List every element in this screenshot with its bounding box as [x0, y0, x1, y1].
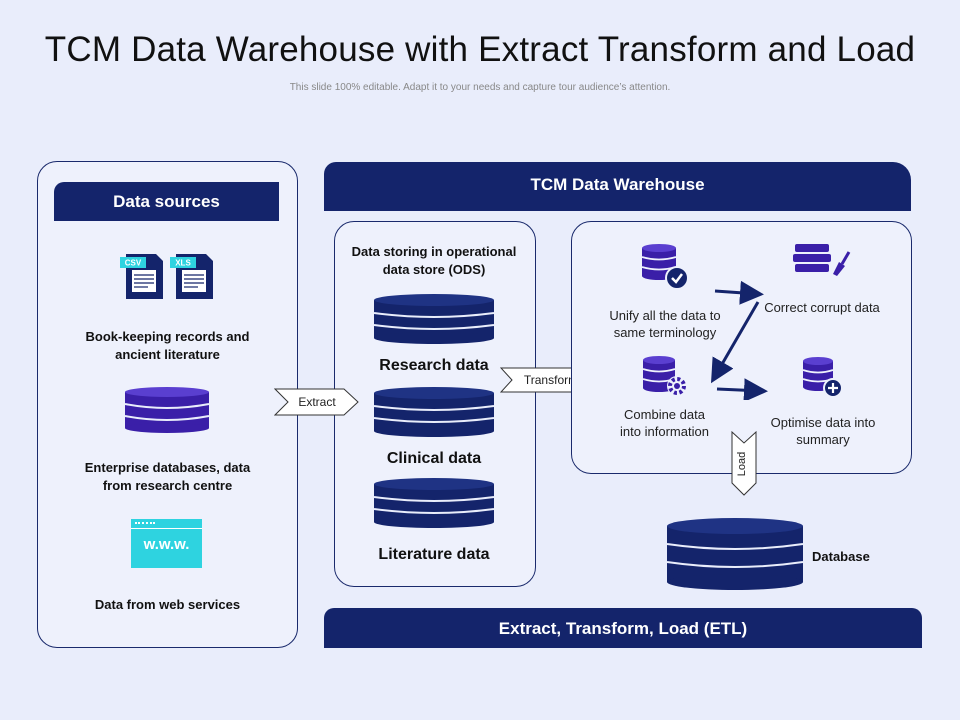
web-browser-icon: w.w.w. [131, 519, 202, 568]
browser-divider [131, 528, 202, 529]
database-plus-icon [802, 357, 843, 398]
svg-text:CSV: CSV [125, 259, 142, 268]
www-text: w.w.w. [143, 536, 190, 553]
page-title: TCM Data Warehouse with Extract Transfor… [44, 30, 916, 69]
unify-label: Unify all the data to same terminology [609, 308, 721, 340]
enterprise-database-icon [124, 387, 210, 433]
page-subtitle: This slide 100% editable. Adapt it to yo… [289, 82, 671, 93]
correct-label: Correct corrupt data [764, 300, 880, 315]
process-flow-arrows [710, 280, 768, 400]
load-arrow [731, 431, 757, 496]
processing-panel [571, 221, 912, 474]
literature-database-icon [373, 478, 495, 528]
clinical-database-icon [373, 387, 495, 437]
source-bookkeeping-label: Book-keeping records and ancient literat… [85, 329, 250, 362]
literature-data-label: Literature data [378, 546, 490, 563]
browser-bar [135, 522, 155, 527]
transform-label: Transform [523, 373, 579, 387]
combine-label: Combine data into information [620, 407, 709, 439]
research-data-label: Research data [379, 357, 489, 374]
extract-arrow [274, 388, 359, 416]
load-label: Load [736, 451, 748, 477]
database-gear-icon [642, 356, 687, 396]
data-sources-header: Data sources [54, 182, 279, 221]
warehouse-header: TCM Data Warehouse [324, 162, 911, 211]
csv-file-icon: CSV [120, 254, 163, 299]
spreadsheet-files-icon: CSV XLS [120, 254, 213, 299]
svg-text:XLS: XLS [175, 259, 191, 268]
extract-label: Extract [298, 395, 336, 409]
ods-title: Data storing in operational data store (… [351, 244, 517, 277]
xls-file-icon: XLS [170, 254, 213, 299]
repair-database-icon [793, 244, 851, 276]
warehouse-database-icon [666, 518, 804, 590]
research-database-icon [373, 294, 495, 344]
source-web-label: Data from web services [94, 597, 241, 612]
database-label: Database [812, 549, 870, 564]
optimise-label: Optimise data into summary [770, 415, 876, 447]
etl-footer: Extract, Transform, Load (ETL) [324, 608, 922, 648]
clinical-data-label: Clinical data [386, 450, 482, 467]
source-enterprise-label: Enterprise databases, data from research… [84, 460, 251, 493]
database-check-icon [641, 244, 689, 290]
